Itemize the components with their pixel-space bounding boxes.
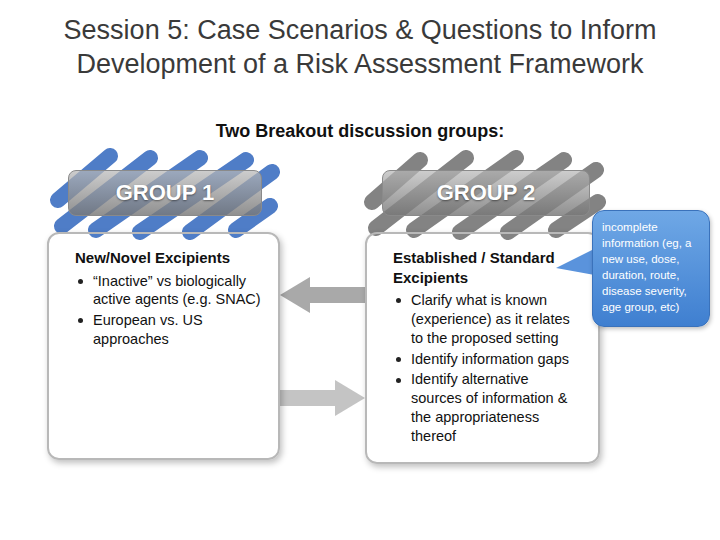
bullet-item: Identify information gaps xyxy=(393,350,582,369)
group-header: GROUP 2 xyxy=(382,170,590,216)
group-title: GROUP 1 xyxy=(116,180,215,206)
box-heading: Established / Standard Excipients xyxy=(393,248,582,287)
blue-scribble xyxy=(58,156,272,232)
subtitle-label: Two Breakout discussion groups: xyxy=(60,121,660,142)
connector-arrow xyxy=(310,287,365,303)
gray-scribble xyxy=(372,158,598,232)
group-header: GROUP 1 xyxy=(68,170,262,216)
callout-bubble: incomplete information (eg, a new use, d… xyxy=(592,210,710,327)
group-box: Established / Standard ExcipientsClarify… xyxy=(365,232,600,464)
bullet-item: Clarify what is known (experience) as it… xyxy=(393,291,582,348)
box-heading: New/Novel Excipients xyxy=(75,248,262,268)
slide-title: Session 5: Case Scenarios & Questions to… xyxy=(40,14,680,82)
group-box: New/Novel Excipients “Inactive” vs biolog… xyxy=(47,232,280,460)
connector-arrow xyxy=(280,390,335,406)
callout-text: incomplete information (eg, a new use, d… xyxy=(602,219,700,316)
group-title: GROUP 2 xyxy=(437,180,536,206)
bullet-item: “Inactive” vs biologically active agents… xyxy=(75,272,262,310)
bullet-item: Identify alternative sources of informat… xyxy=(393,370,582,445)
bullet-item: European vs. US approaches xyxy=(75,311,262,349)
